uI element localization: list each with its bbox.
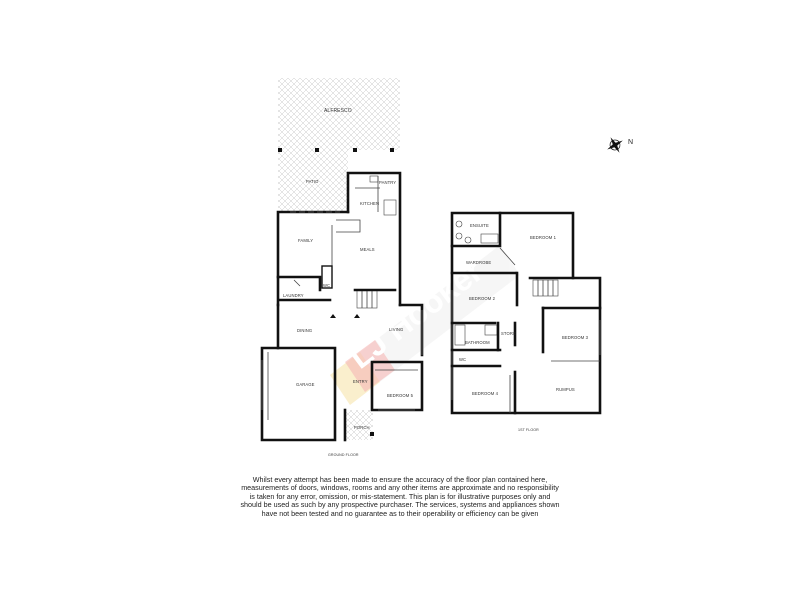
room-label-store: STORE [501, 331, 516, 336]
room-label-wc-first: WC [459, 357, 466, 362]
room-label-alfresco: ALFRESCO [324, 108, 352, 114]
room-label-kitchen: KITCHEN [360, 201, 379, 206]
room-label-entry: ENTRY [353, 379, 368, 384]
room-label-rumpus: RUMPUS [556, 387, 575, 392]
room-label-bedroom-5: BEDROOM 5 [387, 393, 414, 398]
room-label-bedroom-4: BEDROOM 4 [472, 391, 499, 396]
ground-floor-caption: GROUND FLOOR [328, 453, 359, 457]
patio-area [278, 150, 348, 212]
room-label-wc: WC [323, 283, 330, 288]
compass-north-label: N [628, 139, 633, 146]
room-label-wardrobe: WARDROBE [466, 260, 491, 265]
room-label-bedroom-1: BEDROOM 1 [530, 235, 557, 240]
ground-floor-plan: ALFRESCO PATIO PANTRY KITCHEN FAMILY MEA… [260, 78, 424, 457]
room-label-bathroom: BATHROOM [465, 340, 490, 345]
room-label-patio: PATIO [306, 179, 319, 184]
room-label-garage: GARAGE [296, 382, 315, 387]
alfresco-area [278, 78, 400, 150]
room-label-ensuite: ENSUITE [470, 223, 489, 228]
room-label-family: FAMILY [298, 238, 313, 243]
first-floor-caption: 1ST FLOOR [518, 428, 539, 432]
room-label-dining: DINING [297, 328, 312, 333]
compass-rose-icon [607, 137, 623, 153]
room-label-bedroom-3: BEDROOM 3 [562, 335, 589, 340]
porch-area [345, 410, 373, 440]
room-label-laundry: LAUNDRY [283, 293, 304, 298]
room-label-porch: PORCH [354, 425, 370, 430]
room-label-pantry: PANTRY [379, 180, 396, 185]
room-label-living: LIVING [389, 327, 403, 332]
first-floor-plan: ENSUITE BEDROOM 1 WARDROBE BEDROOM 2 STO… [450, 211, 602, 432]
disclaimer-text: Whilst every attempt has been made to en… [240, 475, 560, 518]
room-label-bedroom-2: BEDROOM 2 [469, 296, 496, 301]
room-label-meals: MEALS [360, 247, 375, 252]
